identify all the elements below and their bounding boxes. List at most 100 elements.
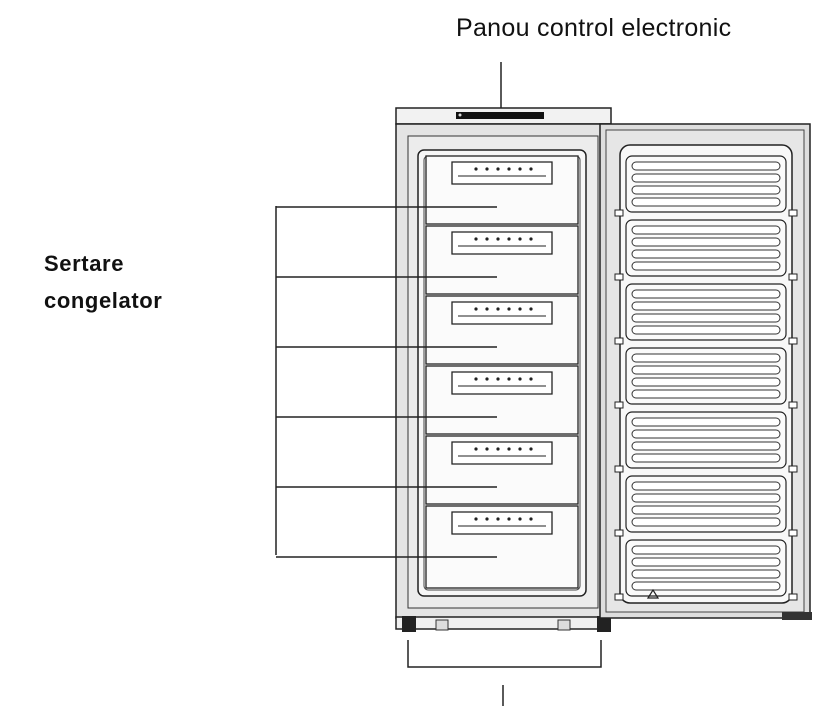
door-shelf (614, 475, 798, 537)
door-shelf-rib (631, 325, 781, 335)
drawer (425, 505, 579, 589)
rear-right-foot (557, 619, 571, 631)
door-shelf-rib (631, 289, 781, 299)
drawer-vent-hole (496, 447, 500, 451)
door-shelf-clip-left (614, 465, 624, 473)
drawer-vent-hole (529, 237, 533, 241)
door-shelf (614, 219, 798, 281)
door-shelf-clip-left (614, 209, 624, 217)
drawer-vent-hole (474, 237, 478, 241)
control-panel (456, 112, 544, 119)
door-shelf-rib (631, 481, 781, 491)
door-hinge (782, 612, 812, 620)
drawer (425, 155, 579, 225)
warning-triangle-icon (646, 588, 660, 599)
door-shelf-rib (631, 365, 781, 375)
drawer-vent-hole (474, 447, 478, 451)
drawer-vent-hole (485, 447, 489, 451)
drawer-vent-hole (474, 517, 478, 521)
drawer-vent-hole (496, 237, 500, 241)
drawer-vent-hole (507, 167, 511, 171)
drawer (425, 225, 579, 295)
door-shelf-rib (631, 417, 781, 427)
freezer-drawers-label-line1: Sertare (44, 251, 125, 276)
door-shelf-clip-right (788, 273, 798, 281)
drawer-leader-lines (276, 206, 497, 558)
door-shelf-rib (631, 249, 781, 259)
drawer-vent-hole (507, 237, 511, 241)
drawer-vent-hole (507, 377, 511, 381)
door-shelf-rib (631, 197, 781, 207)
drawer-vent-hole (518, 307, 522, 311)
door-shelf-rib (631, 185, 781, 195)
drawer-vent-hole (518, 167, 522, 171)
front-left-foot (402, 616, 416, 632)
drawer-handle (451, 231, 553, 255)
drawer-vent-hole (518, 377, 522, 381)
door-shelf (614, 411, 798, 473)
door-shelf-clip-right (788, 209, 798, 217)
drawer-vent-hole (529, 377, 533, 381)
door-shelves-group (614, 155, 798, 601)
freezer-drawers-label-line2: congelator (44, 288, 163, 313)
drawer-handle (451, 301, 553, 325)
drawers-group (425, 155, 579, 589)
drawer-vent-hole (485, 307, 489, 311)
door-shelf-rib (631, 225, 781, 235)
drawer-vent-hole (485, 237, 489, 241)
door-shelf-rib (631, 545, 781, 555)
door-shelf-clip-right (788, 401, 798, 409)
drawer-vent-hole (518, 517, 522, 521)
drawer (425, 365, 579, 435)
drawer-vent-hole (485, 517, 489, 521)
door-shelf-clip-left (614, 273, 624, 281)
control-panel-indicator (458, 113, 462, 117)
door-shelf-clip-left (614, 593, 624, 601)
drawer-vent-hole (518, 237, 522, 241)
drawer-vent-hole (496, 517, 500, 521)
door-shelf-rib (631, 517, 781, 527)
door-shelf (614, 347, 798, 409)
front-right-foot (597, 616, 611, 632)
drawer-vent-hole (474, 307, 478, 311)
drawer (425, 435, 579, 505)
door-shelf (614, 155, 798, 217)
feet-bracket (407, 640, 602, 668)
door-shelf-rib (631, 173, 781, 183)
drawer-vent-hole (496, 307, 500, 311)
drawer-handle (451, 511, 553, 535)
door-shelf-rib (631, 453, 781, 463)
drawer-vent-hole (496, 167, 500, 171)
door-shelf-rib (631, 441, 781, 451)
drawer-vent-hole (496, 377, 500, 381)
door-shelf-rib (631, 581, 781, 591)
drawer-vent-hole (507, 307, 511, 311)
door-shelf-rib (631, 313, 781, 323)
drawer-vent-hole (507, 447, 511, 451)
door-shelf-clip-left (614, 401, 624, 409)
door-shelf-clip-right (788, 593, 798, 601)
door-shelf-clip-right (788, 529, 798, 537)
control-panel-label: Panou control electronic (456, 14, 732, 42)
rear-left-foot (435, 619, 449, 631)
drawer (425, 295, 579, 365)
drawer-vent-hole (518, 447, 522, 451)
drawer-handle (451, 441, 553, 465)
drawer-vent-hole (529, 447, 533, 451)
drawer-vent-hole (529, 517, 533, 521)
drawer-vent-hole (507, 517, 511, 521)
door-shelf-clip-left (614, 529, 624, 537)
drawer-vent-hole (485, 377, 489, 381)
door-shelf-rib (631, 569, 781, 579)
door-shelf-rib (631, 261, 781, 271)
door-shelf-clip-right (788, 465, 798, 473)
drawer-handle (451, 371, 553, 395)
drawer-vent-hole (485, 167, 489, 171)
drawer-vent-hole (474, 167, 478, 171)
door-shelf-rib (631, 557, 781, 567)
door-shelf-clip-right (788, 337, 798, 345)
door-shelf-rib (631, 505, 781, 515)
drawer-handle (451, 161, 553, 185)
door-shelf-rib (631, 353, 781, 363)
